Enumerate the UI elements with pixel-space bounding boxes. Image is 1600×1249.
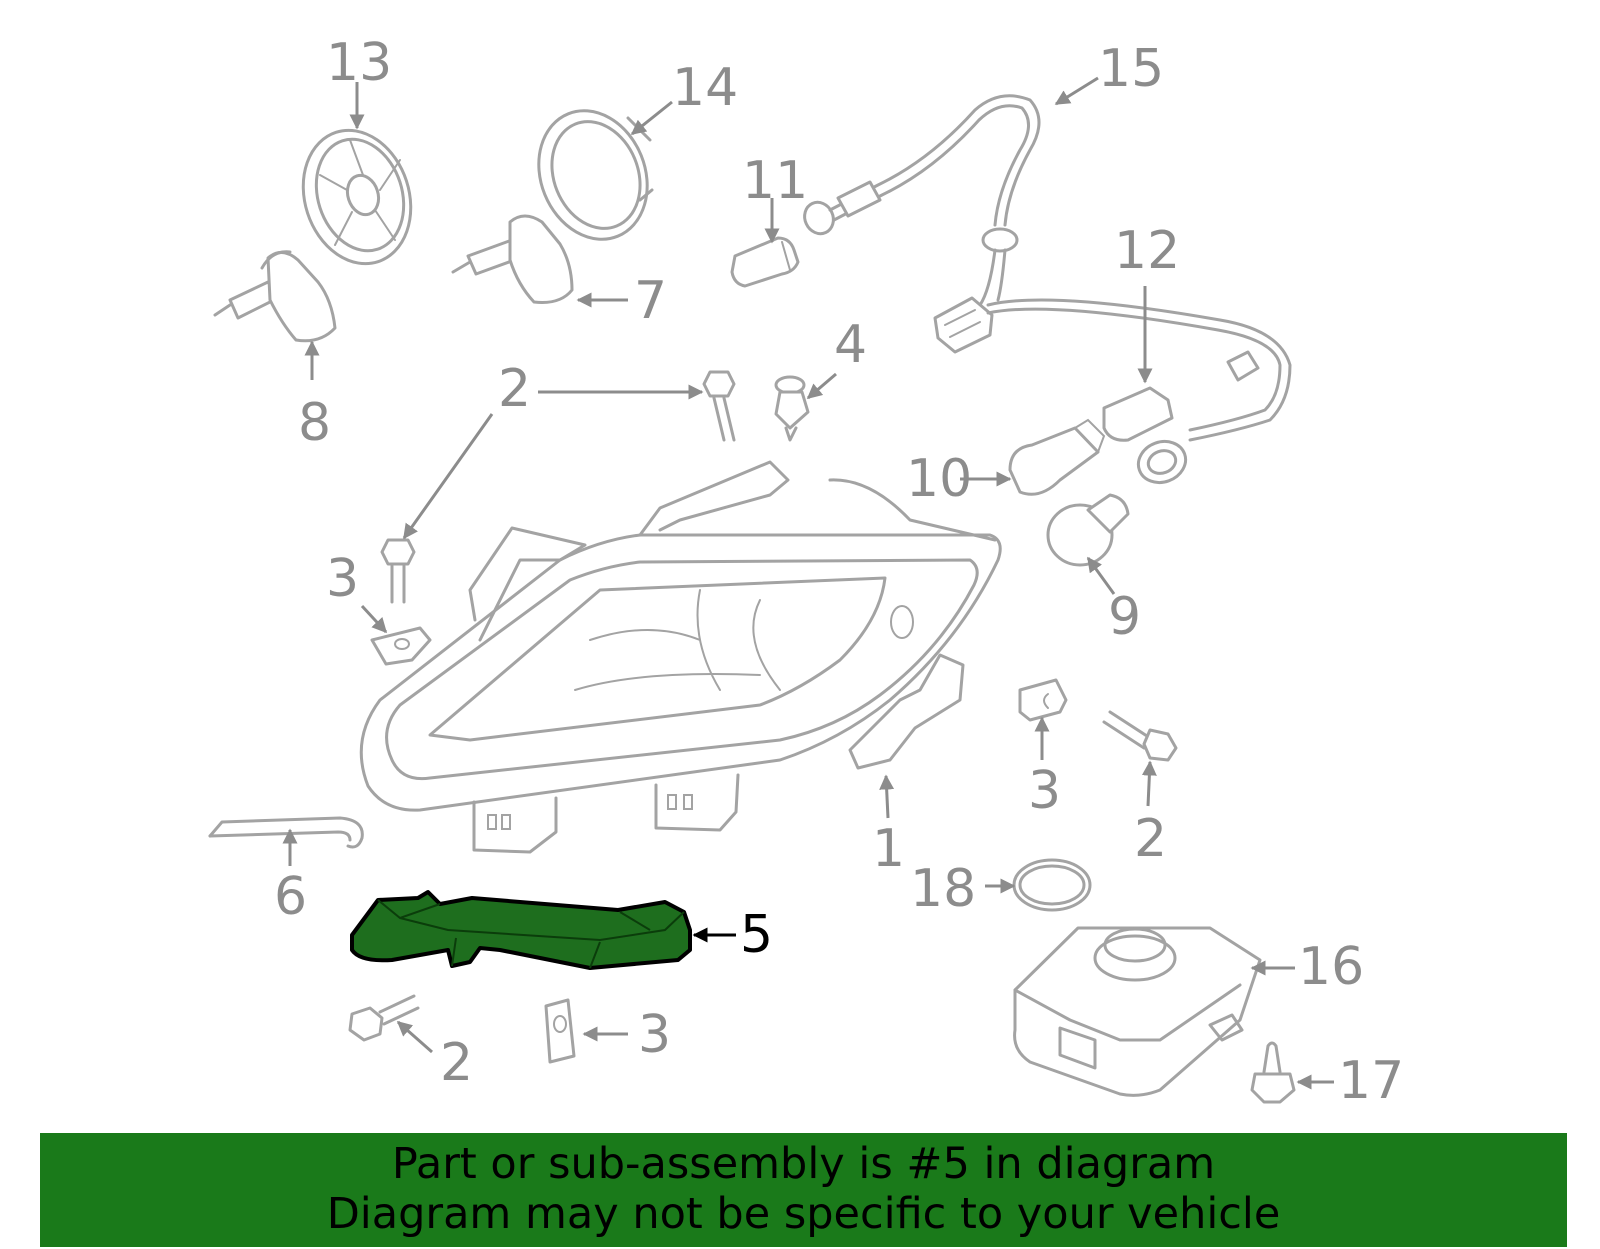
part-2-bolt-left[interactable] — [380, 538, 416, 604]
part-12-bulb-socket[interactable] — [1102, 386, 1191, 489]
parts-diagram: 13 14 15 11 12 7 8 2 4 10 9 3 3 2 1 6 18… — [208, 33, 1404, 1111]
part-2-bolt-right[interactable] — [1102, 710, 1178, 762]
part-15-wiring-harness[interactable] — [800, 94, 1292, 442]
callout-2-right: 2 — [1134, 809, 1167, 869]
banner-line-1: Part or sub-assembly is #5 in diagram — [391, 1139, 1216, 1189]
callout-14: 14 — [672, 58, 738, 118]
part-3-clip-left[interactable] — [370, 626, 432, 666]
callout-18: 18 — [910, 859, 976, 919]
part-8-bulb[interactable] — [213, 250, 337, 343]
callout-9: 9 — [1108, 587, 1141, 647]
part-3-clip-bottom[interactable] — [544, 998, 576, 1064]
callout-8: 8 — [298, 393, 331, 453]
part-10-wedge-bulb[interactable] — [1008, 418, 1106, 496]
part-3-clip-right[interactable] — [1018, 678, 1068, 722]
callout-12: 12 — [1114, 221, 1180, 281]
callout-15: 15 — [1098, 39, 1164, 99]
callout-3-bottom: 3 — [638, 1005, 671, 1065]
part-2-bolt-bottom[interactable] — [348, 994, 420, 1042]
part-18-o-ring[interactable] — [1012, 858, 1092, 912]
part-13-bulb-cover[interactable] — [287, 116, 428, 277]
callout-1: 1 — [872, 819, 905, 879]
callout-10: 10 — [906, 449, 972, 509]
callout-6: 6 — [274, 867, 307, 927]
part-11-small-bulb[interactable] — [730, 236, 800, 288]
part-5-bracket-highlighted[interactable] — [350, 890, 692, 970]
callout-2-bottom: 2 — [440, 1033, 473, 1093]
callout-labels: 13 14 15 11 12 7 8 2 4 10 9 3 3 2 1 6 18… — [274, 33, 1404, 1111]
callout-3-right: 3 — [1028, 761, 1061, 821]
part-2-bolt-top[interactable] — [702, 370, 736, 442]
info-banner: Part or sub-assembly is #5 in diagram Di… — [40, 1133, 1567, 1247]
leader-lines — [282, 76, 1334, 1090]
part-1-headlamp-assembly[interactable] — [359, 460, 1002, 854]
callout-5: 5 — [740, 905, 773, 965]
callout-13: 13 — [326, 33, 392, 93]
callout-4: 4 — [834, 315, 867, 375]
part-16-ballast[interactable] — [1013, 926, 1262, 1097]
part-6-strip[interactable] — [208, 816, 364, 849]
callout-16: 16 — [1298, 937, 1364, 997]
part-17-screw[interactable] — [1250, 1041, 1296, 1104]
callout-11: 11 — [742, 151, 808, 211]
part-7-bulb[interactable] — [451, 214, 574, 304]
banner-line-2: Diagram may not be specific to your vehi… — [326, 1189, 1281, 1239]
callout-7: 7 — [634, 271, 667, 331]
callout-3-left: 3 — [326, 549, 359, 609]
part-4-push-clip[interactable] — [774, 375, 810, 442]
callout-2-top: 2 — [498, 359, 531, 419]
part-9-bulb[interactable] — [1046, 493, 1130, 567]
callout-17: 17 — [1338, 1051, 1404, 1111]
